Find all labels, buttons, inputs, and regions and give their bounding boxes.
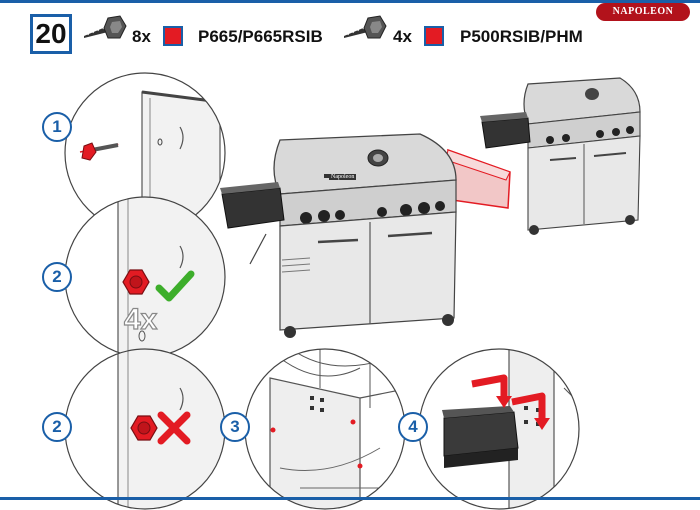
grill-secondary-illustration <box>480 77 641 235</box>
screw-quantity-2: 4x <box>393 27 412 46</box>
detail-circle-3 <box>244 348 406 510</box>
grill-badge: Napoleon <box>329 174 357 180</box>
red-screw-head-icon <box>130 415 158 441</box>
grill-main-illustration <box>220 133 511 338</box>
red-square-icon <box>163 26 183 46</box>
arrow-icon <box>471 374 550 430</box>
step-badge-2: 2 <box>42 262 72 292</box>
red-screw-head-icon <box>122 269 150 295</box>
step-number: 20 <box>30 14 72 54</box>
model-label-1: P665/P665RSIB <box>198 27 323 46</box>
quantity-label: 4x <box>123 302 158 336</box>
brand-logo: NAPOLEON <box>596 3 690 21</box>
red-square-icon <box>424 26 444 46</box>
cross-icon <box>157 411 191 445</box>
screw-icon <box>84 15 127 39</box>
model-label-2: P500RSIB/PHM <box>460 27 583 46</box>
detail-circle-2-correct <box>64 196 226 358</box>
step-badge-1: 1 <box>42 112 72 142</box>
top-rule <box>0 0 700 3</box>
detail-circle-4 <box>418 348 580 510</box>
screw-quantity-1: 8x <box>132 27 151 46</box>
step-badge-4: 4 <box>398 412 428 442</box>
check-icon <box>155 270 195 302</box>
step-badge-2b: 2 <box>42 412 72 442</box>
step-badge-3: 3 <box>220 412 250 442</box>
bottom-rule <box>0 497 700 500</box>
screw-icon <box>344 15 387 39</box>
